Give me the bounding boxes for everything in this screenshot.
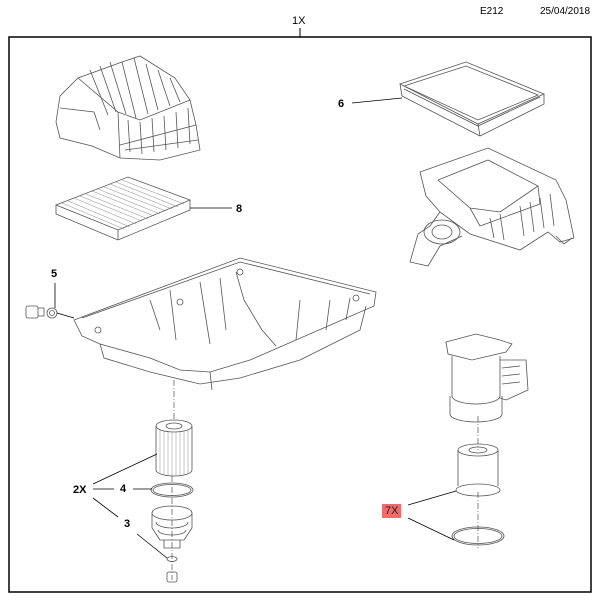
diagram-frame (8, 36, 592, 593)
leader-2x-3 (92, 497, 119, 518)
callout-2x[interactable]: 2X (73, 484, 87, 496)
diagram-code: E212 (480, 6, 504, 17)
leader-5-pan (56, 312, 75, 319)
diagram-date: 25/04/2018 (540, 6, 591, 17)
callout-3[interactable]: 3 (124, 518, 131, 530)
callout-5[interactable]: 5 (51, 268, 58, 280)
oil-pan-icon (73, 257, 377, 391)
callout-8[interactable]: 8 (236, 203, 243, 215)
callout-7x[interactable]: 7X (382, 504, 402, 518)
air-filter-element-icon (398, 61, 546, 137)
leader-3 (136, 533, 168, 559)
fuel-filter-housing-icon (445, 333, 529, 423)
oil-filter-element-icon (150, 419, 194, 498)
cabin-filter-icon (54, 176, 192, 241)
leader-7x-element (407, 490, 457, 506)
drain-plug-icon (25, 305, 58, 319)
assembly-quantity: 1X (292, 15, 306, 27)
leader-2x-filter (92, 453, 158, 485)
hvac-blower-housing-icon (55, 55, 201, 161)
leader-6 (351, 97, 403, 104)
leader-7x-seal (407, 517, 455, 541)
callout-6[interactable]: 6 (338, 98, 345, 110)
air-cleaner-housing-icon (409, 147, 575, 267)
callout-4[interactable]: 4 (120, 483, 127, 495)
